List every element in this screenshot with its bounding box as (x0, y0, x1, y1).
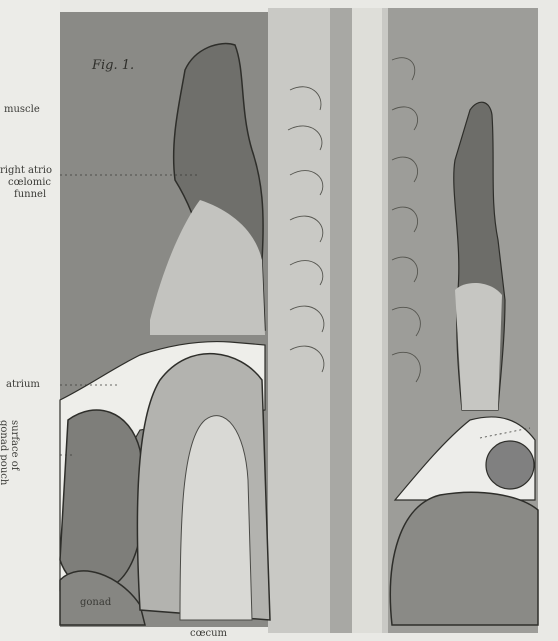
label-muscle: muscle (4, 104, 40, 115)
label-surface-gonad-pouch: surface of gonad pouch (0, 420, 20, 485)
label-right-atrio: right atrio (0, 165, 52, 176)
label-gonad: gonad (80, 597, 111, 608)
label-margin (0, 0, 60, 641)
label-gonad-pouch: gonad pouch (0, 420, 9, 485)
figure-title: Fig. 1. (92, 58, 134, 73)
label-atrium: atrium (6, 379, 40, 390)
central-band-light (352, 8, 382, 633)
coecum-inner (180, 416, 252, 620)
right-small-lobe (486, 441, 534, 489)
right-gonad (390, 492, 538, 625)
label-coelomic: cœlomic (8, 177, 51, 188)
label-coecum: cœcum (190, 628, 227, 639)
label-surface-of: surface of (9, 420, 20, 485)
gonad-pouch (60, 410, 144, 590)
central-band-dark (330, 8, 352, 633)
label-funnel: funnel (14, 189, 46, 200)
right-funnel (455, 283, 502, 410)
